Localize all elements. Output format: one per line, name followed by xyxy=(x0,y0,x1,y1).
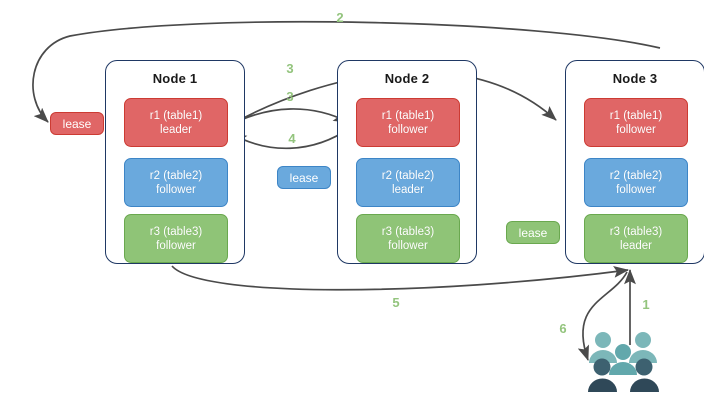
node-box-3[interactable]: Node 3 r1 (table1) follower r2 (table2) … xyxy=(565,60,704,264)
replica-name: r1 (table1) xyxy=(381,109,435,122)
replica-role: follower xyxy=(156,239,196,252)
replica-role: follower xyxy=(388,239,428,252)
arrow-step-6 xyxy=(577,271,628,361)
replica-role: leader xyxy=(392,183,424,196)
node-box-1[interactable]: Node 1 r1 (table1) leader r2 (table2) fo… xyxy=(105,60,245,264)
node-title: Node 1 xyxy=(152,71,198,86)
users-middle-person xyxy=(609,344,637,375)
step-label-5: 5 xyxy=(392,295,400,310)
replica-role: follower xyxy=(616,123,656,136)
replica-r3[interactable]: r3 (table3) leader xyxy=(584,214,688,263)
step-label-1: 1 xyxy=(642,297,650,312)
replica-r1[interactable]: r1 (table1) leader xyxy=(124,98,228,147)
replica-name: r1 (table1) xyxy=(149,109,203,122)
replica-role: leader xyxy=(160,123,192,136)
replica-name: r2 (table2) xyxy=(609,169,663,182)
step-label-3-lower: 3 xyxy=(286,89,294,104)
node-title: Node 3 xyxy=(612,71,658,86)
lease-label: lease xyxy=(289,170,319,185)
replica-r3[interactable]: r3 (table3) follower xyxy=(356,214,460,263)
replica-name: r3 (table3) xyxy=(149,225,203,238)
lease-badge-red[interactable]: lease xyxy=(50,112,104,135)
replica-r3[interactable]: r3 (table3) follower xyxy=(124,214,228,263)
node-title: Node 2 xyxy=(384,71,430,86)
replica-r1[interactable]: r1 (table1) follower xyxy=(584,98,688,147)
replica-name: r2 (table2) xyxy=(149,169,203,182)
replica-name: r1 (table1) xyxy=(609,109,663,122)
lease-label: lease xyxy=(62,116,92,131)
replica-role: leader xyxy=(620,239,652,252)
replica-name: r3 (table3) xyxy=(609,225,663,238)
replica-role: follower xyxy=(616,183,656,196)
lease-badge-green[interactable]: lease xyxy=(506,221,560,244)
users-front-row-mid xyxy=(593,358,653,376)
lease-badge-blue[interactable]: lease xyxy=(277,166,331,189)
arrow-step-3-lower xyxy=(227,108,349,127)
users-back-row xyxy=(589,332,657,363)
arrow-step-2 xyxy=(32,20,661,123)
users-group-icon xyxy=(588,332,659,392)
replica-role: follower xyxy=(388,123,428,136)
step-label-6: 6 xyxy=(559,321,567,336)
replica-r1[interactable]: r1 (table1) follower xyxy=(356,98,460,147)
node-box-2[interactable]: Node 2 r1 (table1) follower r2 (table2) … xyxy=(337,60,477,264)
replica-r2[interactable]: r2 (table2) leader xyxy=(356,158,460,207)
replica-name: r2 (table2) xyxy=(381,169,435,182)
replica-role: follower xyxy=(156,183,196,196)
replica-r2[interactable]: r2 (table2) follower xyxy=(584,158,688,207)
step-label-2: 2 xyxy=(336,10,344,25)
replica-r2[interactable]: r2 (table2) follower xyxy=(124,158,228,207)
lease-label: lease xyxy=(518,225,548,240)
step-label-3-upper: 3 xyxy=(286,61,294,76)
users-front-row xyxy=(588,378,659,392)
arrow-step-5 xyxy=(171,265,630,291)
step-label-4: 4 xyxy=(288,131,296,146)
replica-name: r3 (table3) xyxy=(381,225,435,238)
